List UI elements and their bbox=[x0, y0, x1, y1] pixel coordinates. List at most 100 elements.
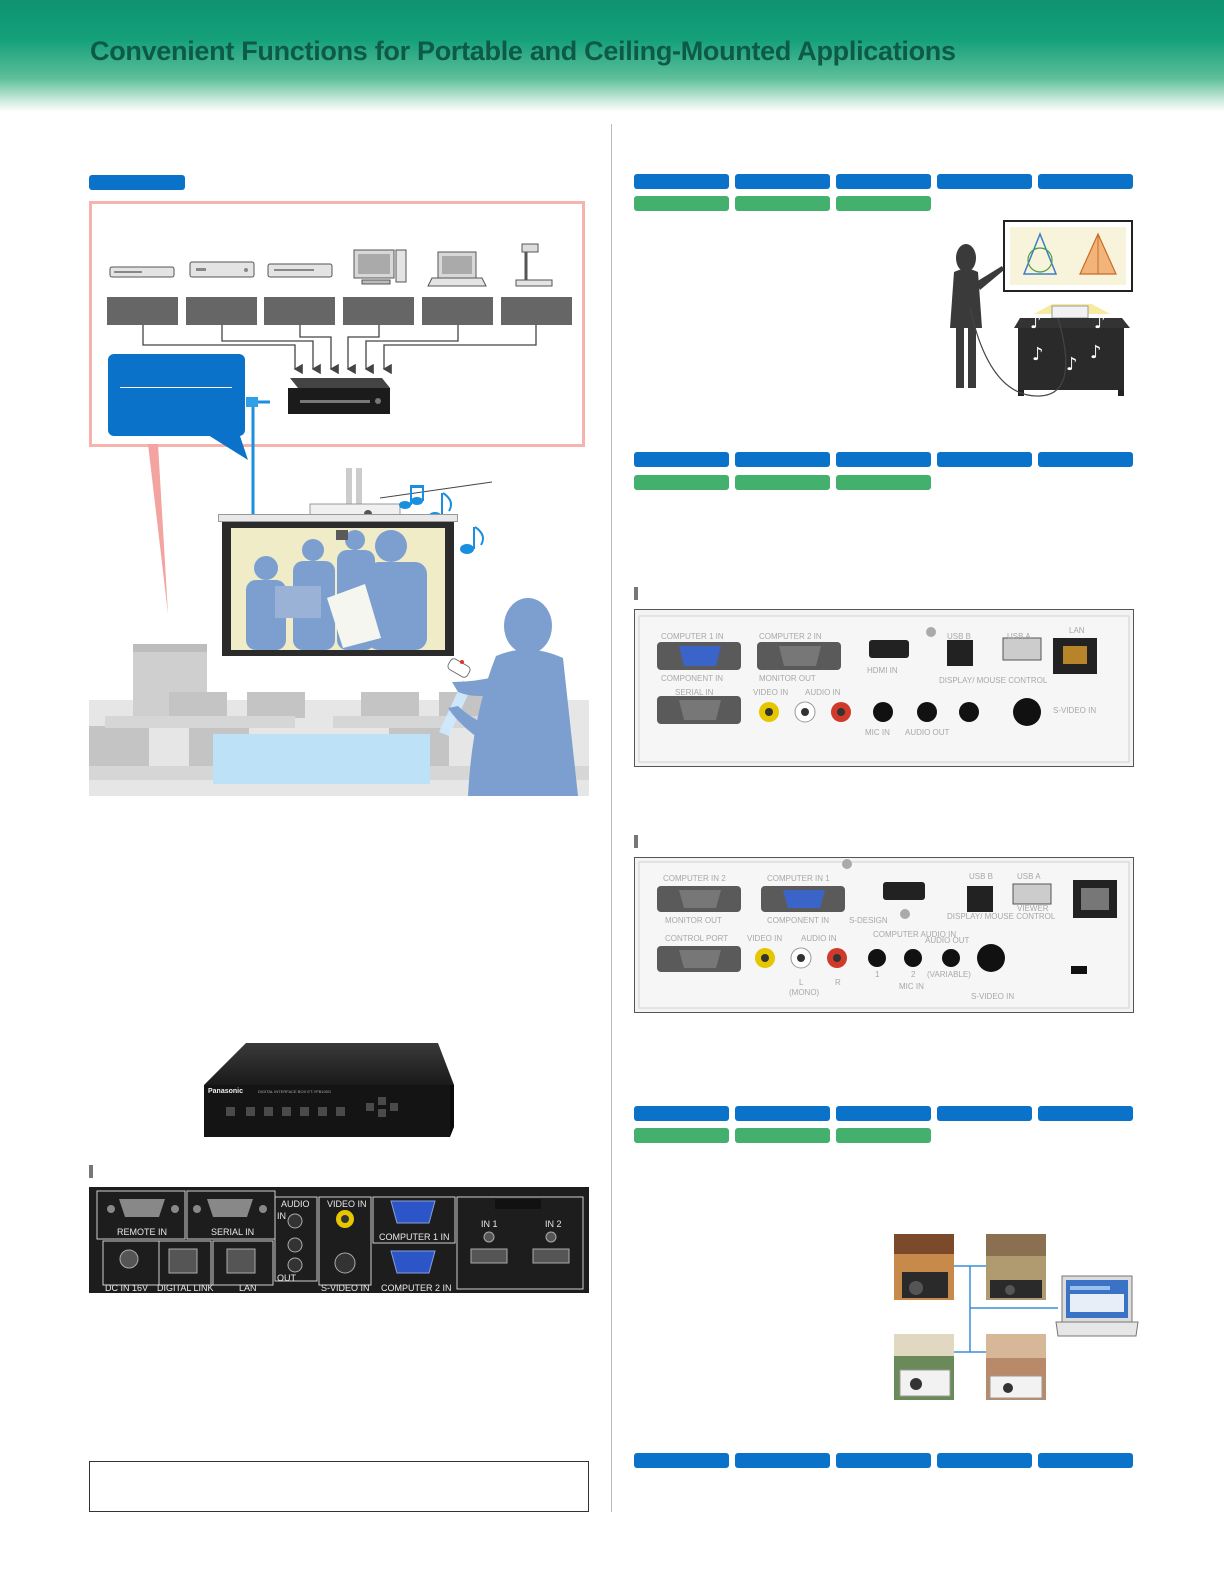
interface-box-rear-panel: REMOTE IN SERIAL IN AUDIO IN OUT VIDEO I… bbox=[89, 1187, 589, 1293]
model-tag bbox=[634, 1453, 729, 1468]
label-video-in: VIDEO IN bbox=[327, 1199, 367, 1209]
bluray-player-icon bbox=[109, 266, 175, 278]
label-hdmi-in-1: IN 1 bbox=[481, 1219, 498, 1229]
model-tag bbox=[937, 174, 1032, 189]
model-tag bbox=[1038, 452, 1133, 467]
callout-pointer bbox=[200, 430, 248, 460]
projector-terminal-panel-2: COMPUTER IN 2 COMPUTER IN 1 USB B USB A … bbox=[634, 857, 1134, 1013]
section-tag bbox=[89, 175, 185, 190]
p1-usb-b: USB B bbox=[947, 632, 972, 641]
p1-video-in: VIDEO IN bbox=[753, 688, 789, 697]
box-model: DIGITAL INTERFACE BOX ET-YFB100G bbox=[258, 1089, 331, 1094]
venue-photo-3 bbox=[894, 1334, 954, 1400]
p1-computer-1-in: COMPUTER 1 IN bbox=[661, 632, 724, 641]
connection-diagram-box bbox=[89, 201, 585, 447]
svg-text:♪: ♪ bbox=[1090, 342, 1102, 363]
label-remote-in: REMOTE IN bbox=[117, 1227, 168, 1237]
panel-marker-2 bbox=[634, 835, 638, 848]
label-hdmi: HDMI bbox=[499, 1198, 522, 1208]
p2-mono: (MONO) bbox=[789, 988, 820, 997]
device-box-1 bbox=[107, 297, 178, 325]
model-tag bbox=[1038, 1106, 1133, 1121]
teacher-illustration: ♪ ♪ ♪ ♪ ♪ bbox=[950, 220, 1133, 397]
box-brand: Panasonic bbox=[208, 1088, 243, 1095]
model-tag bbox=[634, 452, 729, 467]
p2-usb-a: USB A bbox=[1017, 872, 1041, 881]
model-tag bbox=[634, 174, 729, 189]
p2-s-design: S-DESIGN bbox=[849, 916, 888, 925]
page-header bbox=[0, 0, 1224, 112]
p2-variable: (VARIABLE) bbox=[927, 970, 971, 979]
callout-underline bbox=[120, 387, 232, 388]
model-tag bbox=[836, 452, 931, 467]
label-audio-out: OUT bbox=[277, 1273, 296, 1283]
model-tag-green bbox=[634, 1128, 729, 1143]
svg-text:♪: ♪ bbox=[1094, 312, 1106, 333]
device-box-3 bbox=[264, 297, 335, 325]
label-lan: LAN bbox=[239, 1283, 257, 1293]
model-tag bbox=[735, 1453, 830, 1468]
p2-display-mouse: DISPLAY/ MOUSE CONTROL bbox=[947, 912, 1056, 921]
svg-text:♪: ♪ bbox=[1066, 354, 1078, 375]
panel1-connectors bbox=[638, 615, 1130, 763]
label-computer-2-in: COMPUTER 2 IN bbox=[381, 1283, 452, 1293]
label-digital-link: DIGITAL LINK bbox=[157, 1283, 214, 1293]
p2-input-1: 1 bbox=[875, 970, 880, 979]
model-tag-green bbox=[634, 475, 729, 490]
model-tag-green bbox=[735, 196, 830, 211]
model-tag-green bbox=[735, 475, 830, 490]
svg-text:♪: ♪ bbox=[1030, 312, 1042, 333]
projector-terminal-panel-1: COMPUTER 1 IN COMPUTER 2 IN HDMI IN USB … bbox=[634, 609, 1134, 767]
panel-marker-1 bbox=[634, 587, 638, 600]
callout-bubble bbox=[108, 354, 245, 436]
model-tag-green bbox=[735, 1128, 830, 1143]
p1-lan: LAN bbox=[1069, 626, 1085, 635]
p2-video-in: VIDEO IN bbox=[747, 934, 783, 943]
laptop-computer-icon bbox=[1055, 1275, 1139, 1337]
p1-mic-in: MIC IN bbox=[865, 728, 890, 737]
p1-usb-a: USB A bbox=[1007, 632, 1031, 641]
interface-box-photo: Panasonic DIGITAL INTERFACE BOX ET-YFB10… bbox=[204, 1043, 454, 1137]
model-tag-green bbox=[836, 196, 931, 211]
laptop-computer-icon bbox=[427, 251, 487, 287]
interface-box-small bbox=[288, 378, 390, 414]
p2-mic-in: MIC IN bbox=[899, 982, 924, 991]
model-tag bbox=[937, 452, 1032, 467]
remote-label-box bbox=[213, 734, 430, 784]
set-top-box-icon bbox=[267, 263, 333, 278]
dvd-recorder-icon bbox=[189, 261, 255, 278]
p1-component-in: COMPONENT IN bbox=[661, 674, 724, 683]
model-tag-green bbox=[836, 475, 931, 490]
p2-input-2: 2 bbox=[911, 970, 916, 979]
projection-screen bbox=[231, 528, 445, 650]
column-divider bbox=[611, 124, 612, 1512]
model-tag bbox=[836, 1453, 931, 1468]
p1-hdmi-in: HDMI IN bbox=[867, 666, 898, 675]
model-tag bbox=[735, 1106, 830, 1121]
p2-computer-in-2: COMPUTER IN 2 bbox=[663, 874, 726, 883]
model-tag bbox=[937, 1106, 1032, 1121]
label-audio: AUDIO bbox=[281, 1199, 310, 1209]
venue-photo-2 bbox=[986, 1234, 1046, 1300]
svg-text:♪: ♪ bbox=[1032, 344, 1044, 365]
p1-serial-in: SERIAL IN bbox=[675, 688, 714, 697]
model-tag bbox=[634, 1106, 729, 1121]
presenter-silhouette bbox=[447, 598, 578, 796]
p2-control-port: CONTROL PORT bbox=[665, 934, 729, 943]
model-tag bbox=[937, 1453, 1032, 1468]
venue-photo-1 bbox=[894, 1234, 954, 1300]
model-tag bbox=[836, 174, 931, 189]
label-dc-in: DC IN 16V bbox=[105, 1283, 149, 1293]
p1-display-mouse: DISPLAY/ MOUSE CONTROL bbox=[939, 676, 1048, 685]
device-box-6 bbox=[501, 297, 572, 325]
model-tag bbox=[1038, 1453, 1133, 1468]
label-computer-1-in: COMPUTER 1 IN bbox=[379, 1232, 450, 1242]
p1-s-video-in: S-VIDEO IN bbox=[1053, 706, 1097, 715]
screen-accent bbox=[336, 530, 348, 540]
connection-arrows bbox=[142, 325, 537, 375]
zoom-wedge bbox=[148, 444, 168, 614]
p1-computer-2-in: COMPUTER 2 IN bbox=[759, 632, 822, 641]
device-box-2 bbox=[186, 297, 257, 325]
label-hdmi-in-2: IN 2 bbox=[545, 1219, 562, 1229]
panel2-connectors bbox=[638, 859, 1130, 1009]
